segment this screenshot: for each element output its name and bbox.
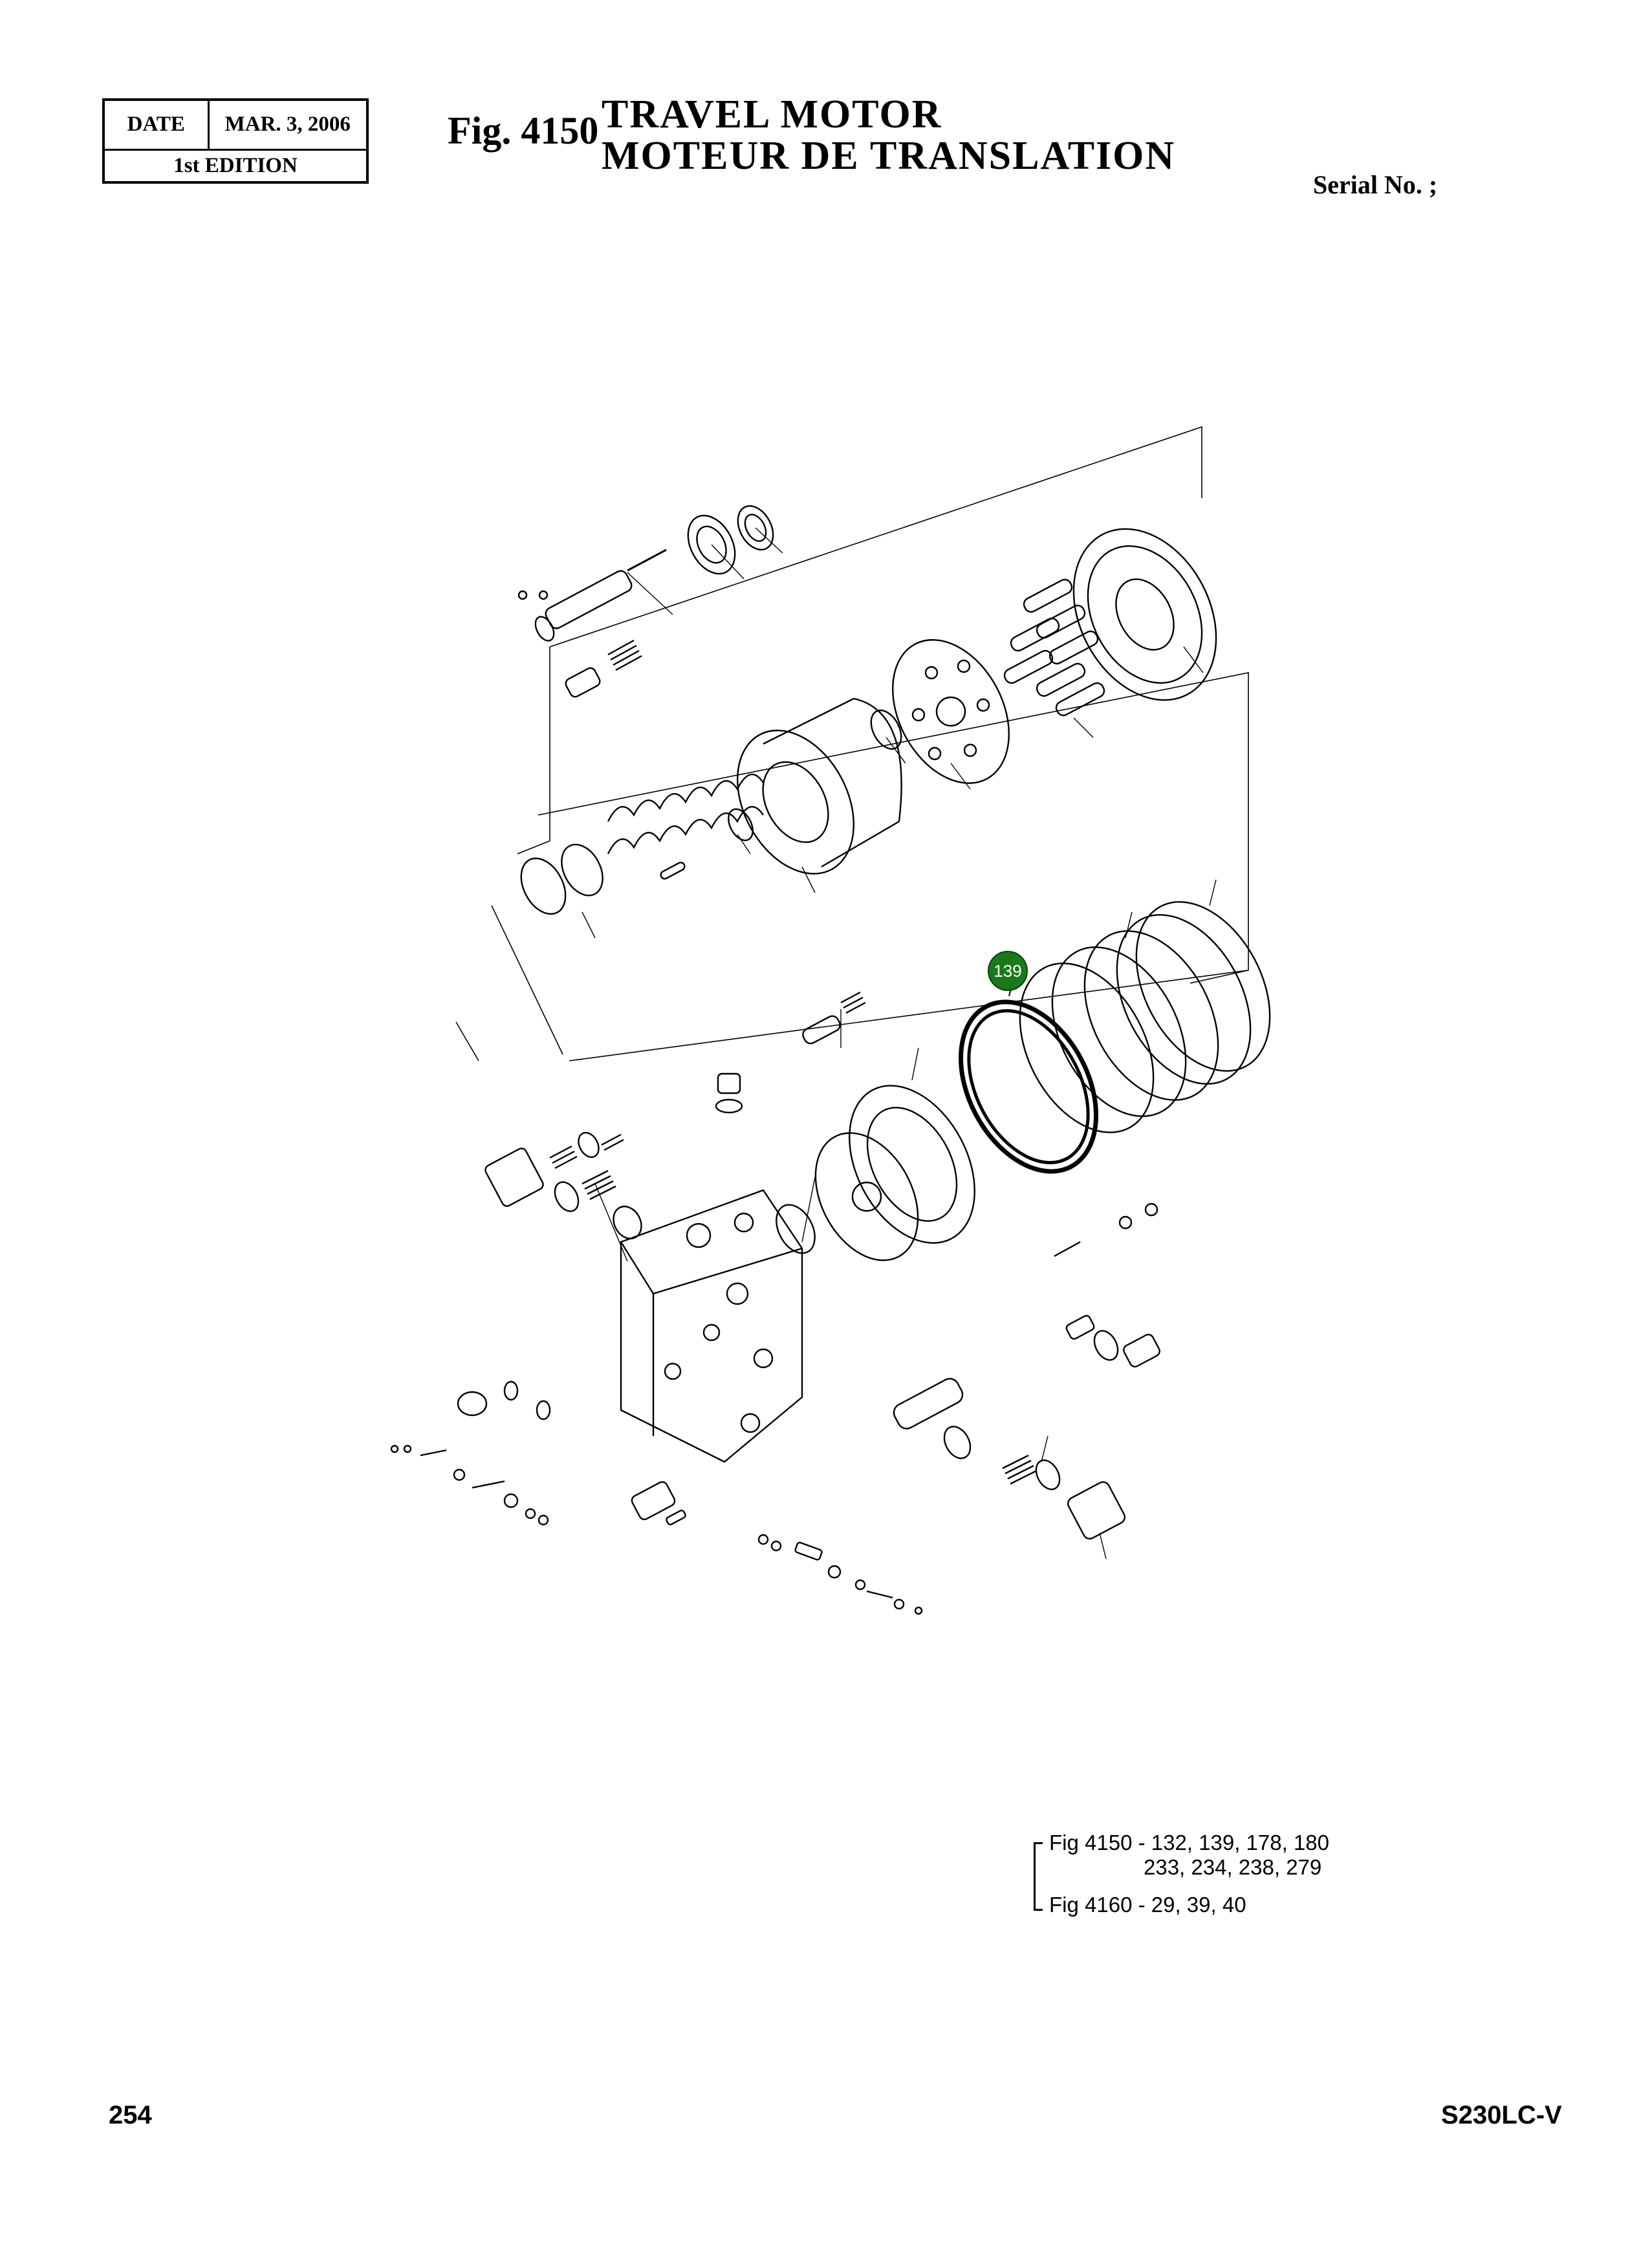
spool-small bbox=[715, 991, 866, 1114]
motor-housing bbox=[620, 1189, 803, 1463]
exploded-parts-diagram: 139 bbox=[390, 426, 1271, 1615]
model-code: S230LC-V bbox=[1441, 2101, 1562, 2129]
end-cover bbox=[1072, 528, 1217, 701]
piston-set bbox=[1003, 578, 1105, 717]
note-line-2: 233, 234, 238, 279 bbox=[1144, 1855, 1322, 1879]
note-line-1: Fig 4150 - 132, 139, 178, 180 bbox=[1049, 1831, 1329, 1854]
relief-valve-left bbox=[484, 1131, 642, 1240]
note-bracket bbox=[1034, 1842, 1043, 1911]
date-value: MAR. 3, 2006 bbox=[224, 113, 351, 136]
small-fittings bbox=[390, 1202, 1158, 1615]
note-line-3: Fig 4160 - 29, 39, 40 bbox=[1049, 1893, 1246, 1917]
retainer-plate bbox=[870, 639, 1010, 784]
related-figures-note: Fig 4150 - 132, 139, 178, 180 233, 234, … bbox=[1034, 1831, 1396, 1928]
bearing-top bbox=[687, 505, 774, 575]
date-edition-box: DATE MAR. 3, 2006 1st EDITION bbox=[102, 98, 369, 184]
date-label: DATE bbox=[105, 101, 210, 149]
lower-spool-assembly bbox=[457, 1314, 1160, 1540]
edition-label: 1st EDITION bbox=[173, 153, 298, 177]
assembly-frame bbox=[455, 426, 1249, 1061]
callout-139: 139 bbox=[988, 951, 1028, 991]
title-french: MOTEUR DE TRANSLATION bbox=[602, 134, 1176, 178]
valve-plate bbox=[776, 1085, 975, 1261]
date-row: DATE MAR. 3, 2006 bbox=[105, 101, 366, 151]
title-english: TRAVEL MOTOR bbox=[602, 92, 942, 136]
figure-number: Fig. 4150 bbox=[448, 109, 599, 152]
cylinder-block bbox=[728, 697, 902, 875]
page-number: 254 bbox=[109, 2101, 152, 2129]
serial-number-label: Serial No. ; bbox=[1313, 170, 1438, 199]
callout-label: 139 bbox=[994, 961, 1021, 981]
o-ring-139 bbox=[959, 970, 1098, 1174]
brake-disc-stack bbox=[1019, 901, 1271, 1133]
leader-lines bbox=[581, 527, 1217, 1560]
shaft-group bbox=[517, 549, 667, 698]
spring-assembly bbox=[520, 773, 764, 915]
